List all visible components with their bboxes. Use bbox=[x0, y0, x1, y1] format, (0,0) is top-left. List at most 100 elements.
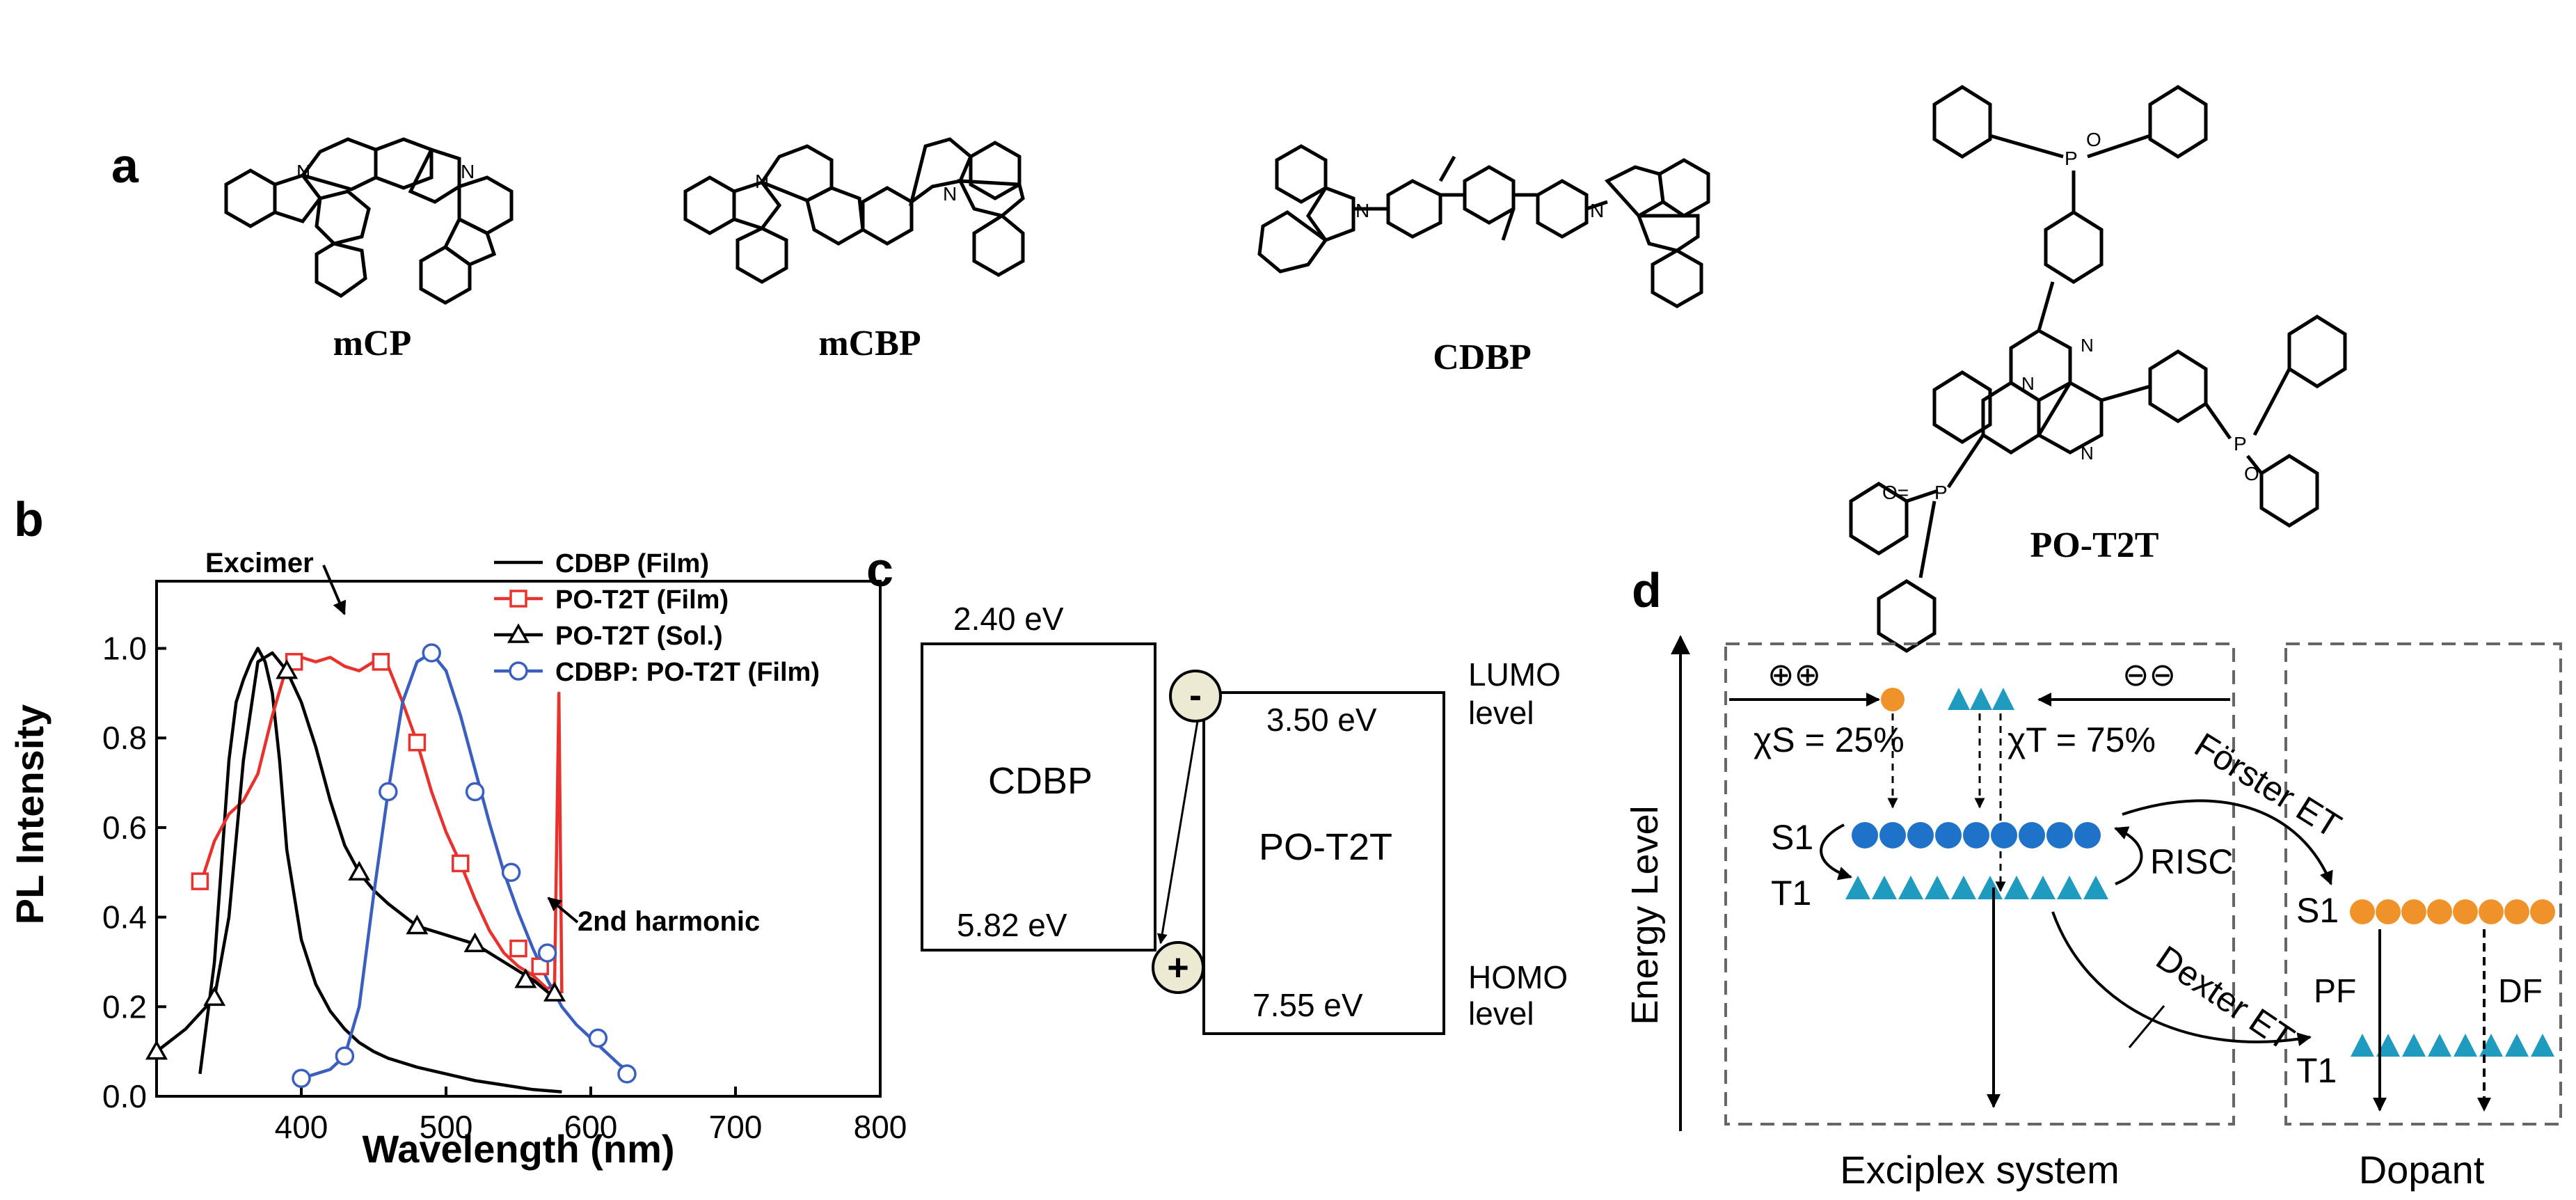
y-tick-label: 0.0 bbox=[102, 1078, 147, 1114]
dopant-box-label: Dopant bbox=[2359, 1148, 2485, 1192]
cdbp-label: CDBP bbox=[1433, 338, 1532, 377]
mcbp-label: mCBP bbox=[818, 324, 921, 363]
dopant-triplet-triangle bbox=[2402, 1034, 2426, 1057]
series-marker-2 bbox=[543, 981, 566, 1002]
dopant-singlet-circle bbox=[2427, 899, 2452, 924]
dopant-singlet-level bbox=[2350, 899, 2555, 924]
molecule-mcp bbox=[224, 137, 514, 305]
homo-label-line2: level bbox=[1468, 995, 1534, 1032]
triplet-triangle bbox=[2083, 876, 2108, 899]
exciplex-box-label: Exciplex system bbox=[1840, 1148, 2119, 1192]
mcbp-n2: N bbox=[943, 183, 957, 205]
series-line-3 bbox=[301, 651, 635, 1080]
exciplex-singlet-level bbox=[1852, 822, 2101, 848]
x-axis-label: Wavelength (nm) bbox=[362, 1127, 674, 1171]
panel-a-letter: a bbox=[111, 139, 139, 193]
series-marker-2 bbox=[514, 968, 537, 988]
triplet-triangle bbox=[2004, 876, 2029, 899]
lumo-label-line2: level bbox=[1468, 695, 1534, 731]
y-tick-label: 0.8 bbox=[102, 720, 147, 756]
singlet-circle bbox=[1963, 822, 1989, 848]
pot2t-p3: P bbox=[1934, 482, 1948, 503]
x-tick-label: 400 bbox=[275, 1109, 328, 1145]
dopant-singlet-circle bbox=[2504, 899, 2529, 924]
triplet-triangle bbox=[1951, 876, 1976, 899]
x-tick-label: 700 bbox=[709, 1109, 763, 1145]
singlet-circle bbox=[1991, 822, 2017, 848]
triplet-triangle bbox=[1845, 876, 1870, 899]
pf-label: PF bbox=[2314, 973, 2356, 1010]
t1-right-label: T1 bbox=[2296, 1051, 2337, 1090]
series-line-0 bbox=[198, 647, 562, 1094]
triplet-triangle bbox=[1925, 876, 1950, 899]
legend-label-0: CDBP (Film) bbox=[555, 549, 709, 578]
chart-series bbox=[155, 647, 635, 1094]
x-tick-label: 500 bbox=[420, 1109, 473, 1145]
singlet-circle bbox=[2074, 822, 2101, 848]
triplet-triangle bbox=[2057, 876, 2082, 899]
molecule-mcbp bbox=[683, 137, 1025, 284]
series-marker-3 bbox=[422, 643, 441, 663]
dopant-singlet-circle bbox=[2376, 899, 2401, 924]
dopant-singlet-circle bbox=[2530, 899, 2555, 924]
isc-arrow bbox=[1820, 823, 1852, 881]
series-marker-3 bbox=[465, 782, 485, 802]
y-axis-label: PL Intensity bbox=[8, 704, 51, 924]
triplet-triangle bbox=[1992, 688, 2014, 710]
dopant-triplet-triangle bbox=[2428, 1034, 2451, 1057]
series-line-2 bbox=[155, 651, 556, 1053]
pot2t-o2: O bbox=[2244, 463, 2259, 484]
pot2t-n1: N bbox=[2081, 335, 2094, 356]
series-marker-3 bbox=[617, 1064, 637, 1084]
series-marker-3 bbox=[379, 782, 398, 802]
forster-arrow bbox=[2122, 799, 2333, 885]
series-marker-3 bbox=[335, 1046, 355, 1066]
pot2t-homo-value: 7.55 eV bbox=[1253, 987, 1363, 1023]
singlet-circle bbox=[1907, 822, 1934, 848]
chart-legend: CDBP (Film)PO-T2T (Film)PO-T2T (Sol.)CDB… bbox=[494, 549, 820, 687]
triplet-triangle bbox=[2030, 876, 2056, 899]
dopant-triplet-triangle bbox=[2479, 1034, 2503, 1057]
pot2t-p2: P bbox=[2234, 433, 2247, 455]
dopant-triplet-triangle bbox=[2351, 1034, 2374, 1057]
cdbp-lumo-value: 2.40 eV bbox=[953, 601, 1064, 637]
electron-hole-arrow bbox=[1156, 716, 1200, 945]
homo-label-line1: HOMO bbox=[1468, 959, 1568, 995]
series-marker-1 bbox=[452, 854, 470, 873]
risc-arrow bbox=[2114, 826, 2143, 885]
series-marker-2 bbox=[145, 1040, 168, 1060]
annotation-excimer: Excimer bbox=[205, 548, 314, 578]
plot-frame bbox=[155, 580, 882, 1098]
x-tick-label: 600 bbox=[564, 1109, 618, 1145]
harmonic-arrow bbox=[547, 897, 579, 924]
mcp-n1: N bbox=[296, 161, 310, 182]
y-tick-label: 1.0 bbox=[102, 631, 147, 667]
energy-axis-label: Energy Level bbox=[1624, 805, 1666, 1025]
dopant-box bbox=[2284, 642, 2562, 1126]
pot2t-lumo-value: 3.50 eV bbox=[1266, 702, 1377, 738]
t1-left-label: T1 bbox=[1771, 874, 1811, 913]
singlet-exciton bbox=[1881, 688, 1905, 711]
exciplex-triplet-level bbox=[1845, 876, 2108, 899]
triplet-triangle bbox=[1898, 876, 1923, 899]
legend-marker-2 bbox=[507, 623, 530, 643]
panel-d-letter: d bbox=[1632, 563, 1662, 617]
dopant-triplet-triangle bbox=[2505, 1034, 2529, 1057]
holes-symbols: ⊕⊕ bbox=[1767, 656, 1821, 693]
legend-marker-3 bbox=[509, 661, 528, 681]
molecule-cdbp bbox=[1257, 144, 1710, 308]
dopant-singlet-circle bbox=[2453, 899, 2478, 924]
singlet-circle bbox=[2046, 822, 2073, 848]
pot2t-n2: N bbox=[2021, 373, 2035, 394]
series-marker-1 bbox=[191, 872, 209, 890]
dopant-triplet-triangle bbox=[2376, 1034, 2400, 1057]
series-line-1 bbox=[198, 656, 564, 994]
lumo-label-line1: LUMO bbox=[1468, 656, 1561, 693]
pot2t-label: PO-T2T bbox=[2030, 526, 2159, 565]
y-tick-label: 0.2 bbox=[102, 988, 147, 1025]
triplet-triangle bbox=[1970, 688, 1992, 710]
dopant-singlet-circle bbox=[2350, 899, 2375, 924]
singlet-circle bbox=[2019, 822, 2045, 848]
